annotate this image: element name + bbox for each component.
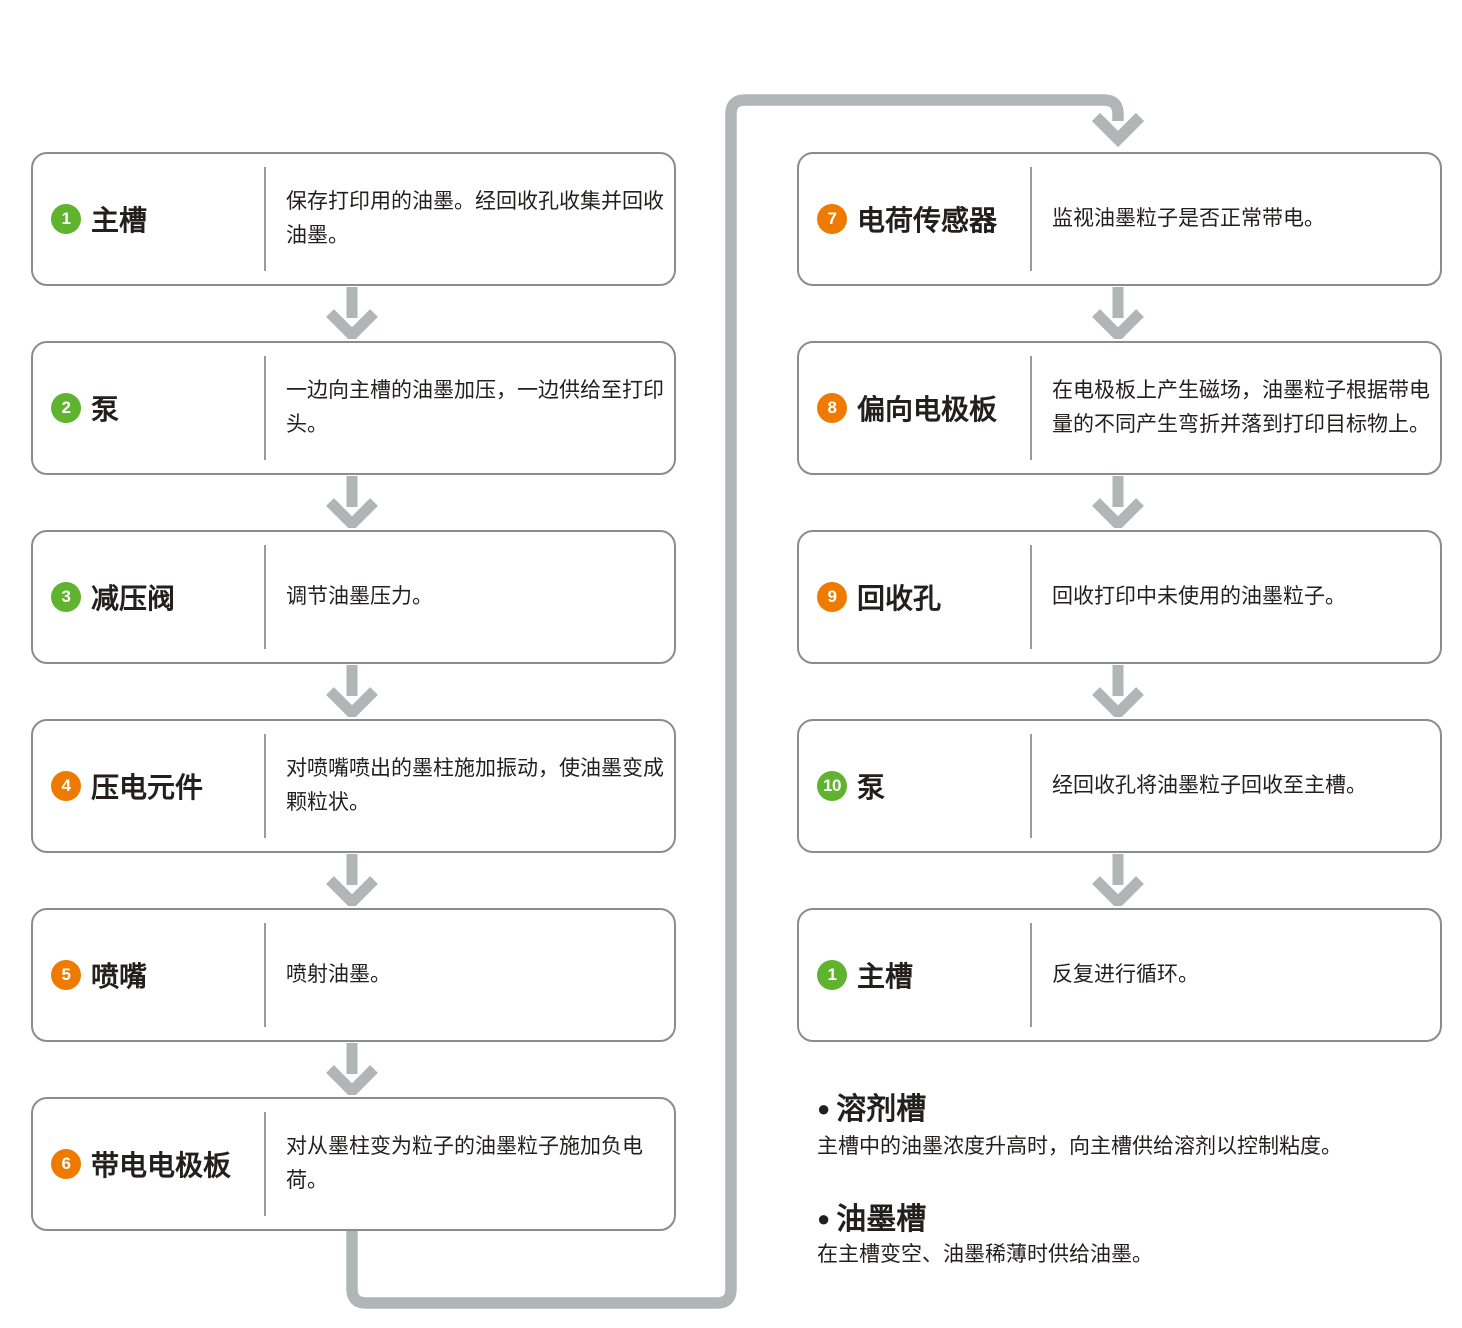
divider [1030,734,1032,838]
flow-box-step-2: 2 泵 一边向主槽的油墨加压，一边供给至打印头。 [31,341,676,475]
flow-box-step-7: 7 电荷传感器 监视油墨粒子是否正常带电。 [797,152,1442,286]
down-arrow-icon [326,854,378,906]
step-number-badge: 8 [817,393,847,423]
step-title: 喷嘴 [91,961,148,992]
down-arrow-icon [326,287,378,339]
step-title: 回收孔 [857,583,942,614]
arrow-head-down-icon [1091,112,1145,148]
step-title: 泵 [91,394,120,425]
divider [1030,356,1032,460]
step-title: 压电元件 [91,772,204,803]
note-solvent-tank-description: 主槽中的油墨浓度升高时，向主槽供给溶剂以控制粘度。 [817,1135,1342,1158]
step-description: 对喷嘴喷出的墨柱施加振动，使油墨变成颗粒状。 [286,757,664,814]
note-bullet-icon: ● [817,1206,831,1231]
down-arrow-icon [1092,665,1144,717]
down-arrow-icon [1092,854,1144,906]
step-number-badge: 1 [817,960,847,990]
step-number-badge: 3 [51,582,81,612]
step-description: 一边向主槽的油墨加压，一边供给至打印头。 [286,379,664,436]
step-title: 偏向电极板 [857,394,998,425]
step-number-badge: 9 [817,582,847,612]
note-bullet-icon: ● [817,1096,831,1121]
divider [264,356,266,460]
step-description: 在电极板上产生磁场，油墨粒子根据带电量的不同产生弯折并落到打印目标物上。 [1052,379,1430,436]
flow-box-step-1: 1 主槽 保存打印用的油墨。经回收孔收集并回收油墨。 [31,152,676,286]
flow-box-step-3: 3 减压阀 调节油墨压力。 [31,530,676,664]
divider [264,167,266,271]
step-title: 泵 [857,772,886,803]
step-title: 电荷传感器 [857,205,998,236]
step-number-badge: 6 [51,1149,81,1179]
note-title-text: 溶剂槽 [836,1093,927,1126]
down-arrow-icon [326,665,378,717]
divider [264,545,266,649]
step-number-badge: 5 [51,960,81,990]
divider [264,1112,266,1216]
flow-box-step-1-loop: 1 主槽 反复进行循环。 [797,908,1442,1042]
note-solvent-tank-title: ●溶剂槽 [817,1084,926,1128]
step-description: 对从墨柱变为粒子的油墨粒子施加负电荷。 [286,1135,643,1192]
note-title-text: 油墨槽 [836,1203,927,1236]
flow-box-step-9: 9 回收孔 回收打印中未使用的油墨粒子。 [797,530,1442,664]
divider [264,734,266,838]
down-arrow-icon [1092,287,1144,339]
step-description: 经回收孔将油墨粒子回收至主槽。 [1052,774,1367,797]
step-title: 减压阀 [91,583,176,614]
note-ink-tank-title: ●油墨槽 [817,1194,926,1238]
step-title: 主槽 [91,205,148,236]
flow-box-step-10: 10 泵 经回收孔将油墨粒子回收至主槽。 [797,719,1442,853]
flow-box-step-6: 6 带电电极板 对从墨柱变为粒子的油墨粒子施加负电荷。 [31,1097,676,1231]
step-description: 保存打印用的油墨。经回收孔收集并回收油墨。 [286,190,664,247]
step-description: 喷射油墨。 [286,963,391,986]
note-ink-tank-description: 在主槽变空、油墨稀薄时供给油墨。 [817,1243,1153,1266]
down-arrow-icon [326,476,378,528]
down-arrow-icon [1092,476,1144,528]
step-title: 主槽 [857,961,914,992]
step-number-badge: 1 [51,204,81,234]
down-arrow-icon [326,1043,378,1095]
divider [1030,167,1032,271]
step-description: 监视油墨粒子是否正常带电。 [1052,207,1325,230]
step-description: 反复进行循环。 [1052,963,1199,986]
step-number-badge: 4 [51,771,81,801]
flow-box-step-8: 8 偏向电极板 在电极板上产生磁场，油墨粒子根据带电量的不同产生弯折并落到打印目… [797,341,1442,475]
step-title: 带电电极板 [91,1150,232,1181]
flow-box-step-4: 4 压电元件 对喷嘴喷出的墨柱施加振动，使油墨变成颗粒状。 [31,719,676,853]
step-description: 回收打印中未使用的油墨粒子。 [1052,585,1346,608]
divider [1030,545,1032,649]
flow-box-step-5: 5 喷嘴 喷射油墨。 [31,908,676,1042]
divider [264,923,266,1027]
divider [1030,923,1032,1027]
step-number-badge: 10 [817,771,847,801]
step-description: 调节油墨压力。 [286,585,433,608]
step-number-badge: 2 [51,393,81,423]
step-number-badge: 7 [817,204,847,234]
